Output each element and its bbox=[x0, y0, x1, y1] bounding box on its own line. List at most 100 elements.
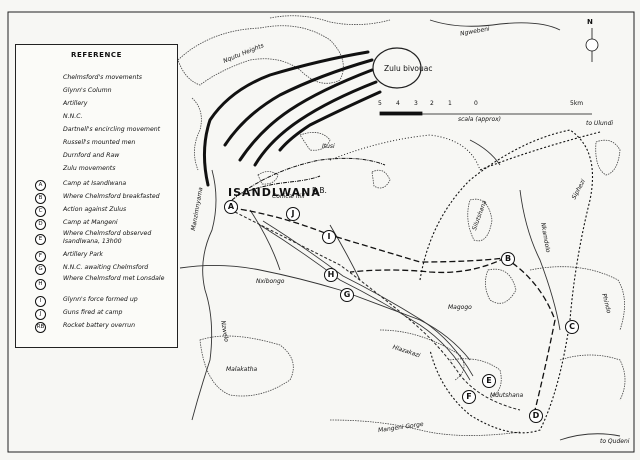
nqutu-heights bbox=[177, 25, 344, 86]
marker-e: E bbox=[482, 374, 496, 388]
plateau-edge bbox=[269, 15, 391, 25]
marker-c: C bbox=[565, 320, 579, 334]
marker-g: G bbox=[340, 288, 354, 302]
conical-hill bbox=[257, 171, 279, 185]
marker-i: I bbox=[322, 230, 336, 244]
legend-key: E Where Chelmsford observed Isandlwana, 1… bbox=[20, 230, 175, 245]
mangeni-gorge-ridge bbox=[329, 419, 521, 436]
legend-item: Durnford and Raw bbox=[20, 151, 175, 163]
scale-number: 4 bbox=[396, 100, 400, 107]
scale-number: 1 bbox=[448, 100, 452, 107]
north-indicator: N bbox=[584, 18, 600, 64]
legend-key-label: Artillery Park bbox=[63, 251, 103, 258]
label-isandlwana: ISANDLWANA bbox=[228, 186, 321, 199]
label-to-ulundi: to Ulundi bbox=[586, 120, 614, 127]
label-malakatha: Malakatha bbox=[226, 366, 258, 373]
label-rb: R.B. bbox=[312, 186, 327, 195]
legend-key: C Action against Zulus bbox=[20, 205, 175, 217]
chelmsford-route-back bbox=[349, 257, 506, 274]
legend-key-circle: F bbox=[35, 251, 46, 262]
legend-key-label: Where Chelmsford observed Isandlwana, 13… bbox=[63, 230, 152, 245]
scale-number: 3 bbox=[414, 100, 418, 107]
legend-panel: REFERENCE Chelmsford's movements Glynn's… bbox=[15, 44, 178, 348]
magogo-hill bbox=[485, 268, 517, 304]
legend-key-circle: J bbox=[35, 309, 46, 320]
nxibongo-river bbox=[179, 264, 471, 361]
mdutshana-ridge bbox=[449, 358, 502, 399]
durnford-route bbox=[231, 157, 386, 201]
legend-key-label: Camp at Mangeni bbox=[63, 219, 118, 226]
legend-key-circle: G bbox=[35, 264, 46, 275]
map-border bbox=[7, 11, 635, 453]
legend-key-circle: A bbox=[35, 180, 46, 191]
legend-key-label: Glynn's force formed up bbox=[63, 296, 138, 303]
artillery-line-a bbox=[259, 224, 471, 381]
to-ulundi-track bbox=[479, 131, 601, 171]
legend-item: Dartnell's encircling movement bbox=[20, 125, 175, 137]
scale-number: 2 bbox=[430, 100, 434, 107]
stream-2 bbox=[329, 224, 361, 281]
legend-key-label: Rocket battery overrun bbox=[63, 322, 136, 329]
durnford-raw bbox=[231, 157, 386, 201]
artillery-line-b bbox=[262, 220, 474, 377]
legend-key-label: Action against Zulus bbox=[63, 206, 127, 213]
glynns-column bbox=[234, 211, 521, 411]
label-to-qudeni: to Qudeni bbox=[600, 438, 630, 445]
siphezi-hill bbox=[595, 139, 621, 176]
north-circle bbox=[585, 38, 599, 52]
silutshana-hill bbox=[467, 198, 493, 242]
zulu-arrow-3 bbox=[253, 80, 378, 167]
dartnell-movement bbox=[419, 129, 601, 434]
chelmsford-route-south bbox=[504, 257, 556, 411]
legend-label: Russell's mounted men bbox=[63, 139, 136, 146]
legend-key-label: Where Chelmsford met Lonsdale bbox=[63, 275, 165, 282]
chelmsford-route-out bbox=[231, 207, 506, 263]
phindo-ridge bbox=[529, 266, 625, 331]
marker-b: B bbox=[501, 252, 515, 266]
legend-item: Zulu movements bbox=[20, 164, 175, 176]
scale-bar bbox=[379, 111, 592, 116]
legend-title: REFERENCE bbox=[70, 51, 123, 59]
zulu-arrow-1 bbox=[223, 58, 374, 147]
north-arrow bbox=[585, 28, 599, 62]
zulu-arrow-2 bbox=[238, 68, 374, 162]
label-nxibongo: Nxibongo bbox=[256, 278, 285, 285]
label-itusi: Itusi bbox=[322, 143, 335, 150]
legend-key-label: Camp at Isandlwana bbox=[63, 180, 127, 187]
legend-key-circle: D bbox=[35, 219, 46, 230]
legend-key-circle: C bbox=[35, 206, 46, 217]
terrain bbox=[177, 15, 626, 436]
legend-label: Zulu movements bbox=[63, 165, 116, 172]
label-conical-hill: Conical hill bbox=[272, 193, 305, 200]
scale: 5 4 3 2 1 0 5km scala (approx) bbox=[378, 100, 600, 124]
scale-title: scala (approx) bbox=[458, 116, 502, 123]
legend-key-label: Where Chelmsford breakfasted bbox=[63, 193, 160, 200]
west-ridge bbox=[191, 97, 202, 171]
scale-seg bbox=[379, 111, 423, 116]
east-ridge bbox=[559, 354, 626, 401]
legend-key: D Camp at Mangeni bbox=[20, 218, 175, 230]
artillery-movement bbox=[259, 220, 474, 381]
legend-item: Russell's mounted men bbox=[20, 138, 175, 150]
ngwebeni-river bbox=[429, 19, 561, 31]
zulu-movements bbox=[202, 50, 382, 187]
russell-movement bbox=[329, 134, 481, 171]
legend-label: Glynn's Column bbox=[63, 87, 112, 94]
marker-j: J bbox=[286, 207, 300, 221]
zulu-bivouac-outline bbox=[372, 47, 422, 89]
legend-label: Chelmsford's movements bbox=[63, 74, 143, 81]
label-zulu-bivouac: Zulu bivouac bbox=[384, 64, 433, 73]
legend-item: Artillery bbox=[20, 99, 175, 111]
legend-key-label: N.N.C. awaiting Chelmsford bbox=[63, 264, 149, 271]
legend-key: F Artillery Park bbox=[20, 250, 175, 262]
manzimnyama-river bbox=[191, 169, 217, 421]
marker-f: F bbox=[462, 390, 476, 404]
legend-label: N.N.C. bbox=[63, 113, 83, 120]
hlazakazi-ridge bbox=[379, 329, 465, 381]
legend-key-circle: E bbox=[35, 234, 46, 245]
marker-h: H bbox=[324, 268, 338, 282]
